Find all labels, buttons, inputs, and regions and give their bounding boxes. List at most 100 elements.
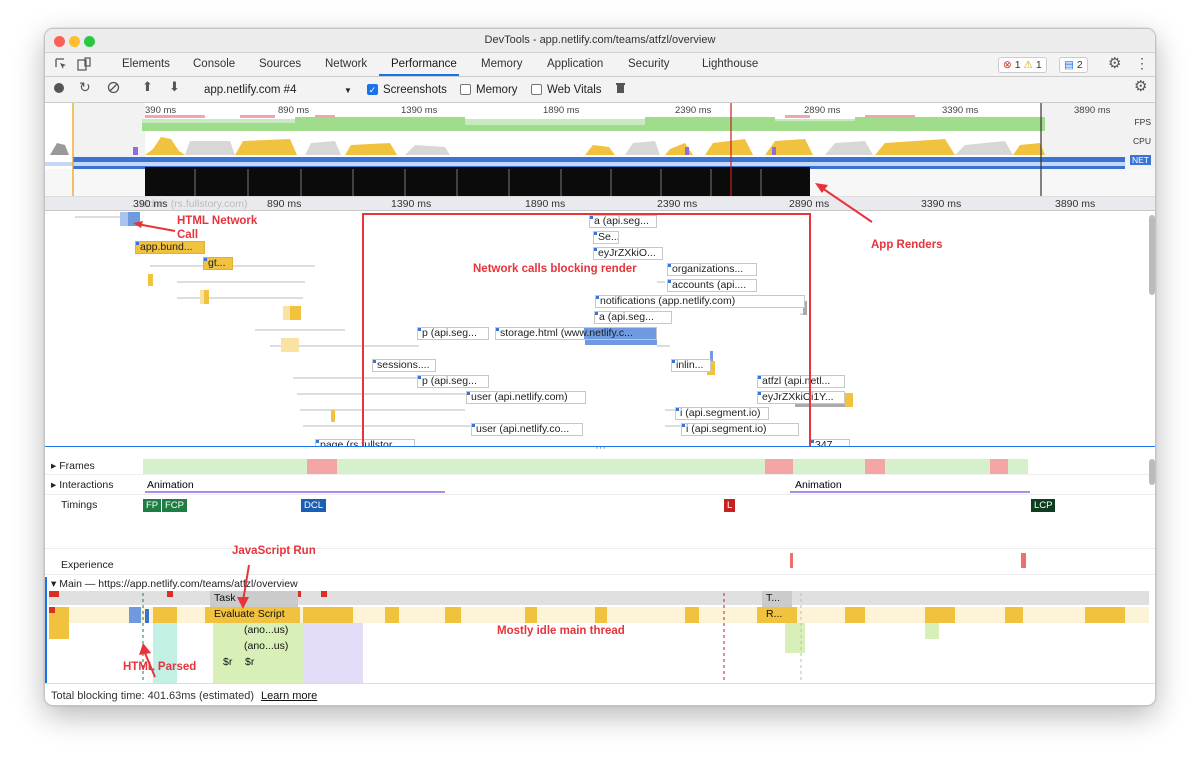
network-request-bar[interactable]: notifications (app.netlify.com) <box>595 295 805 308</box>
flame-task[interactable]: Task <box>210 591 298 607</box>
network-request-bar[interactable]: page (rs.fullstor... <box>315 439 415 446</box>
record-icon[interactable] <box>53 82 65 97</box>
network-request-bar[interactable]: app.bund... <box>135 241 205 254</box>
overview-tick: 390 ms <box>145 105 177 116</box>
network-request-bar[interactable]: gt... <box>203 257 233 270</box>
main-thread-flame <box>49 591 1149 693</box>
overview-tick: 1890 ms <box>543 105 580 116</box>
network-request-bar[interactable]: storage.html (www.netlify.c... <box>495 327 657 340</box>
save-profile-icon[interactable]: ⬇ <box>169 79 180 94</box>
network-request-bar[interactable]: Se... <box>593 231 619 244</box>
network-request-bar[interactable]: 347... <box>810 439 850 446</box>
zoom-window-button[interactable] <box>84 36 95 47</box>
network-request-bar[interactable]: i (api.segment.io) <box>675 407 769 420</box>
network-request-bar[interactable]: p (api.seg... <box>417 375 489 388</box>
network-request-bar[interactable]: a (api.seg... <box>589 215 657 228</box>
inspect-element-icon[interactable] <box>54 57 68 74</box>
network-request-bar[interactable]: inlin... <box>671 359 711 372</box>
javascript-run-arrow <box>237 564 250 609</box>
fps-label: FPS <box>1134 117 1151 127</box>
webvitals-checkbox[interactable] <box>531 84 542 95</box>
ruler-tick: 3890 ms <box>1055 198 1096 210</box>
network-request-bar[interactable]: p (api.seg... <box>417 327 489 340</box>
frames-track[interactable]: ▸ Frames <box>45 457 1155 475</box>
device-toolbar-icon[interactable] <box>77 57 91 74</box>
flame-r-1[interactable]: $r <box>223 656 233 668</box>
annotation-network-blocking: Network calls blocking render <box>473 263 637 275</box>
tab-application[interactable]: Application <box>547 58 604 70</box>
settings-gear-icon[interactable]: ⚙ <box>1108 55 1122 72</box>
network-request-bar[interactable]: eyJrZXkiOi1Y... <box>757 391 845 404</box>
close-window-button[interactable] <box>54 36 65 47</box>
ruler-tick: 390 ms <box>133 198 168 210</box>
overview-tick: 2890 ms <box>804 105 841 116</box>
animation-label-1: Animation <box>147 479 194 491</box>
flame-anon-1[interactable]: (ano...us) <box>244 624 289 636</box>
timings-track[interactable]: Timings FP FCP DCL L LCP <box>45 495 1155 549</box>
screenshots-checkbox[interactable]: ✓ <box>367 84 378 95</box>
memory-label: Memory <box>476 84 518 96</box>
network-request-bar[interactable]: i (api.segment.io) <box>681 423 799 436</box>
app-renders-arrow <box>815 183 873 223</box>
blocking-render-highlight-box <box>362 213 811 446</box>
tab-security[interactable]: Security <box>628 58 670 70</box>
tab-lighthouse[interactable]: Lighthouse <box>702 58 759 70</box>
network-request-bar[interactable]: sessions.... <box>372 359 436 372</box>
interactions-track[interactable]: ▸ Interactions Animation Animation <box>45 475 1155 495</box>
minimize-window-button[interactable] <box>69 36 80 47</box>
tab-memory[interactable]: Memory <box>481 58 523 70</box>
network-request-bar[interactable]: a (api.seg... <box>594 311 672 324</box>
flame-anon-2[interactable]: (ano...us) <box>244 640 289 652</box>
load-profile-icon[interactable]: ⬆ <box>142 79 153 94</box>
annotation-html-parsed: HTML Parsed <box>123 661 197 673</box>
tracks-scrollbar[interactable] <box>1149 459 1155 485</box>
network-request-bar[interactable]: atfzl (api.netl... <box>757 375 845 388</box>
flame-r[interactable]: R... <box>762 607 792 623</box>
overview-tick: 890 ms <box>278 105 310 116</box>
flame-evaluate-script[interactable]: Evaluate Script <box>210 607 300 623</box>
network-request-bar[interactable]: user (api.netlify.com) <box>466 391 586 404</box>
network-scrollbar[interactable] <box>1149 215 1155 295</box>
overview-graphs <box>45 103 1155 196</box>
flame-task-2[interactable]: T... <box>762 591 792 607</box>
dcl-marker[interactable]: DCL <box>301 499 327 512</box>
tab-console[interactable]: Console <box>193 58 236 70</box>
network-request-bar[interactable]: organizations... <box>667 263 757 276</box>
network-request-bar[interactable]: user (api.netlify.co... <box>471 423 583 436</box>
flame-r-2[interactable]: $r <box>245 656 255 668</box>
collapse-handle[interactable]: ··· <box>595 442 606 454</box>
clear-icon[interactable] <box>107 81 120 97</box>
garbage-collect-icon[interactable] <box>615 81 626 97</box>
more-options-icon[interactable]: ⋮ <box>1135 55 1149 71</box>
issues-badge[interactable]: ⊗ 1 ⚠ 1 <box>998 57 1047 73</box>
learn-more-link[interactable]: Learn more <box>261 690 318 702</box>
memory-checkbox[interactable] <box>460 84 471 95</box>
messages-badge[interactable]: ▤ 2 <box>1059 57 1088 73</box>
tracks-area: ▸ Frames ▸ Interactions Animation Animat… <box>45 453 1155 693</box>
fp-marker[interactable]: FP <box>143 499 162 512</box>
network-request-bar[interactable]: eyJrZXkiO... <box>593 247 663 260</box>
network-request-bar[interactable]: accounts (api.... <box>667 279 757 292</box>
tab-elements[interactable]: Elements <box>122 58 170 70</box>
fcp-marker[interactable]: FCP <box>162 499 187 512</box>
tab-sources[interactable]: Sources <box>259 58 302 70</box>
overview-tick: 3390 ms <box>942 105 979 116</box>
experience-track[interactable]: Experience <box>45 549 1155 575</box>
load-marker[interactable]: L <box>724 499 736 512</box>
ruler-faded-label: ...ntdnis (rs.fullstory.com) <box>131 198 248 210</box>
selected-tab-indicator <box>379 74 459 76</box>
main-thread-track[interactable]: ▾ Main — https://app.netlify.com/teams/a… <box>45 575 1155 693</box>
devtools-window: DevTools - app.netlify.com/teams/atfzl/o… <box>44 28 1156 706</box>
tab-network[interactable]: Network <box>325 58 368 70</box>
interactions-track-label: ▸ Interactions <box>51 479 114 491</box>
tab-performance[interactable]: Performance <box>391 58 457 70</box>
ruler-tick: 2890 ms <box>789 198 830 210</box>
reload-record-icon[interactable]: ↻ <box>79 79 91 95</box>
overview-tick: 1390 ms <box>401 105 438 116</box>
network-track[interactable]: a (api.seg... Se... eyJrZXkiO... organizati… <box>45 211 1155 447</box>
capture-settings-gear-icon[interactable]: ⚙ <box>1134 78 1148 95</box>
profile-select[interactable]: app.netlify.com #4▼ <box>204 84 352 96</box>
lcp-marker[interactable]: LCP <box>1031 499 1056 512</box>
timings-track-label: Timings <box>61 499 98 511</box>
